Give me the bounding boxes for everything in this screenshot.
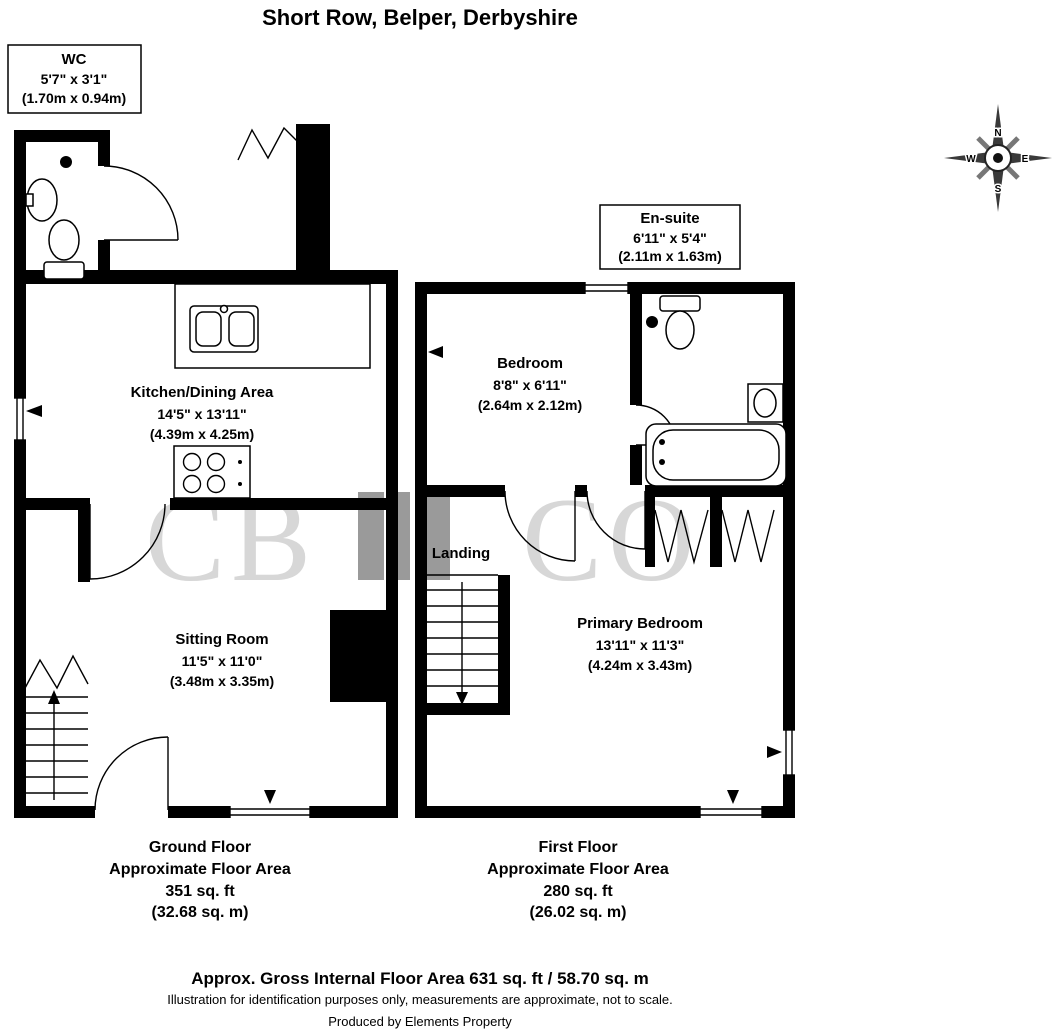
ground-stairs[interactable] (26, 696, 88, 800)
sitting-metric: (3.48m x 3.35m) (170, 673, 274, 689)
wardrobe-icon (654, 509, 709, 565)
first-floor-sqm: (26.02 sq. m) (530, 904, 627, 921)
ground-floor-sqm: (32.68 sq. m) (152, 904, 249, 921)
ground-floor-name: Ground Floor (149, 839, 251, 856)
landing-name: Landing (432, 545, 490, 562)
kitchen-name: Kitchen/Dining Area (131, 384, 274, 401)
toilet-icon (48, 219, 80, 261)
first-stairs[interactable] (427, 574, 498, 694)
ensuite-metric: (2.11m x 1.63m) (618, 248, 722, 264)
ensuite-label-box: En-suite 6'11" x 5'4" (2.11m x 1.63m) (599, 204, 741, 270)
wc-metric: (1.70m x 0.94m) (22, 90, 126, 106)
ensuite-dims: 6'11" x 5'4" (633, 230, 707, 246)
sitting-dims: 11'5" x 11'0" (182, 653, 263, 669)
chimney-breast (330, 610, 386, 702)
kitchen-metric: (4.39m x 4.25m) (150, 426, 254, 442)
ground-window-left (14, 397, 26, 441)
arrow-left-icon (26, 405, 42, 417)
toilet-icon (665, 310, 695, 350)
toilet-cistern-icon (43, 261, 85, 280)
first-floor-plan: Bedroom 8'8" x 6'11" (2.64m x 2.12m) Lan… (415, 282, 795, 818)
ensuite-name: En-suite (640, 210, 699, 227)
wc-fixtures (25, 156, 85, 280)
first-walls (415, 282, 795, 818)
bedroom-name: Bedroom (497, 355, 563, 372)
stairs-down-arrow (456, 692, 468, 705)
kitchen-sitting-door (89, 503, 166, 580)
wc-label-box: WC 5'7" x 3'1" (1.70m x 0.94m) (7, 44, 142, 114)
arrow-left-icon (428, 346, 443, 358)
bedroom-metric: (2.64m x 2.12m) (478, 397, 582, 413)
first-window-right (783, 729, 795, 776)
stairs-up-arrow (48, 690, 60, 704)
arrow-right-icon (767, 746, 782, 758)
wc-name: WC (62, 51, 87, 68)
tap-icon (659, 459, 665, 465)
first-window-top (584, 282, 629, 294)
kitchen-dims: 14'5" x 13'11" (157, 406, 246, 422)
disclaimer-text: Illustration for identification purposes… (167, 992, 673, 1007)
producer-text: Produced by Elements Property (328, 1014, 512, 1029)
bedroom-dims: 8'8" x 6'11" (493, 377, 567, 393)
wc-door (103, 165, 179, 241)
ensuite-fixtures (645, 295, 787, 487)
compass-e: E (1022, 154, 1029, 165)
wardrobe-icon (721, 509, 775, 563)
ground-floor-label: Approximate Floor Area (109, 861, 291, 878)
kitchen-counter (174, 283, 371, 369)
arrow-down-icon (264, 790, 276, 804)
compass-n: N (994, 128, 1001, 139)
page-title: Short Row, Belper, Derbyshire (262, 5, 578, 30)
bedroom-door (504, 490, 576, 562)
arrow-down-icon (727, 790, 739, 804)
first-window-bottom (699, 806, 763, 818)
first-floor-sqft: 280 sq. ft (543, 883, 613, 900)
boiler-icon (60, 156, 72, 168)
wc-dims: 5'7" x 3'1" (41, 71, 108, 87)
ground-floor-plan: Kitchen/Dining Area 14'5" x 13'11" (4.39… (14, 124, 398, 818)
primary-metric: (4.24m x 3.43m) (588, 657, 692, 673)
sitting-name: Sitting Room (175, 631, 268, 648)
compass-icon: N S W E (944, 104, 1052, 212)
tap-icon (219, 304, 229, 314)
footer: Approx. Gross Internal Floor Area 631 sq… (167, 969, 673, 1029)
first-floor-label: Approximate Floor Area (487, 861, 669, 878)
ground-walls (14, 124, 398, 818)
ground-floor-sqft: 351 sq. ft (165, 883, 235, 900)
primary-name: Primary Bedroom (577, 615, 703, 632)
compass-s: S (995, 184, 1002, 195)
ground-window-bottom (229, 806, 311, 818)
first-floor-name: First Floor (538, 839, 617, 856)
primary-dims: 13'11" x 11'3" (596, 637, 684, 653)
compass-w: W (966, 154, 976, 165)
first-floor-caption: First Floor Approximate Floor Area 280 s… (487, 839, 669, 921)
break-line (237, 126, 299, 161)
primary-bedroom-door (586, 490, 646, 550)
stairs-break-line (23, 654, 89, 691)
front-door (94, 736, 169, 811)
toilet-cistern-icon (659, 295, 701, 312)
ground-floor-caption: Ground Floor Approximate Floor Area 351 … (109, 839, 291, 921)
hob-icon (173, 445, 251, 499)
gross-area-text: Approx. Gross Internal Floor Area 631 sq… (191, 969, 649, 988)
tap-icon (659, 439, 665, 445)
